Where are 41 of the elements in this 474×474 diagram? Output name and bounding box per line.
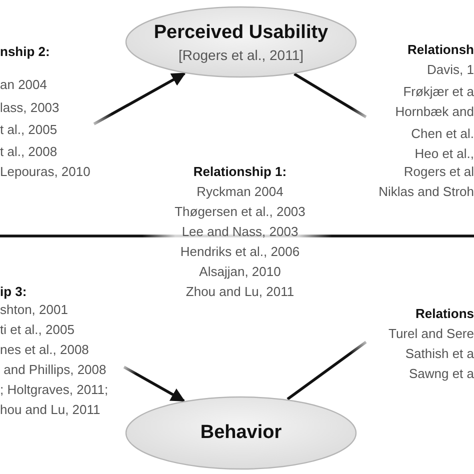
ellipse-node	[125, 6, 357, 78]
ellipse-node	[125, 396, 357, 470]
citation-text: t al., 2008	[0, 144, 58, 160]
relationship-heading: Relations	[415, 306, 474, 322]
citation-text: t al., 2005	[0, 122, 58, 138]
citation-text: nes et al., 2008	[0, 342, 89, 358]
citation-text: shton, 2001	[0, 302, 68, 318]
citation-text: Heo et al.,	[414, 146, 474, 162]
arrow	[123, 366, 186, 402]
citation-text: Frøkjær et a	[403, 84, 474, 100]
citation-text: Rogers et al	[404, 164, 474, 180]
citation-text: Hendriks et al., 2006	[180, 244, 300, 260]
arrow	[93, 72, 186, 126]
citation-text: Alsajjan, 2010	[199, 264, 281, 280]
citation-text: Sawng et a	[408, 366, 474, 382]
citation-text: Lee and Nass, 2003	[182, 224, 298, 240]
citation-text: Hornbæk and	[395, 104, 474, 120]
citation-text: hou and Lu, 2011	[0, 402, 100, 418]
citation-text: Thøgersen et al., 2003	[174, 204, 306, 220]
citation-text: ti et al., 2005	[0, 322, 74, 338]
citation-text: Chen et al.	[411, 126, 474, 142]
citation-text: an 2004	[0, 77, 47, 93]
citation-text: [Rogers et al., 2011]	[178, 46, 304, 62]
node-title: Behavior	[200, 422, 282, 444]
connector-line	[286, 340, 367, 400]
citation-text: ; Holtgraves, 2011;	[0, 382, 108, 398]
citation-text: Ryckman 2004	[196, 184, 284, 200]
citation-text: Zhou and Lu, 2011	[186, 284, 294, 300]
citation-text: Niklas and Stroh	[378, 184, 474, 200]
relationship-heading: ip 3:	[0, 284, 27, 300]
relationship-heading: nship 2:	[0, 44, 50, 60]
citation-text: Lepouras, 2010	[0, 164, 90, 180]
citation-text: Davis, 1	[427, 62, 474, 78]
citation-text: Turel and Sere	[388, 326, 474, 342]
relationship-heading: Relationship 1:	[193, 164, 287, 180]
citation-text: and Phillips, 2008	[2, 362, 106, 378]
connector-line	[294, 72, 367, 118]
citation-text: lass, 2003	[0, 100, 60, 116]
relationship-heading: Relationsh	[408, 42, 474, 58]
citation-text: Sathish et a	[405, 346, 474, 362]
node-title: Perceived Usability	[154, 22, 328, 44]
